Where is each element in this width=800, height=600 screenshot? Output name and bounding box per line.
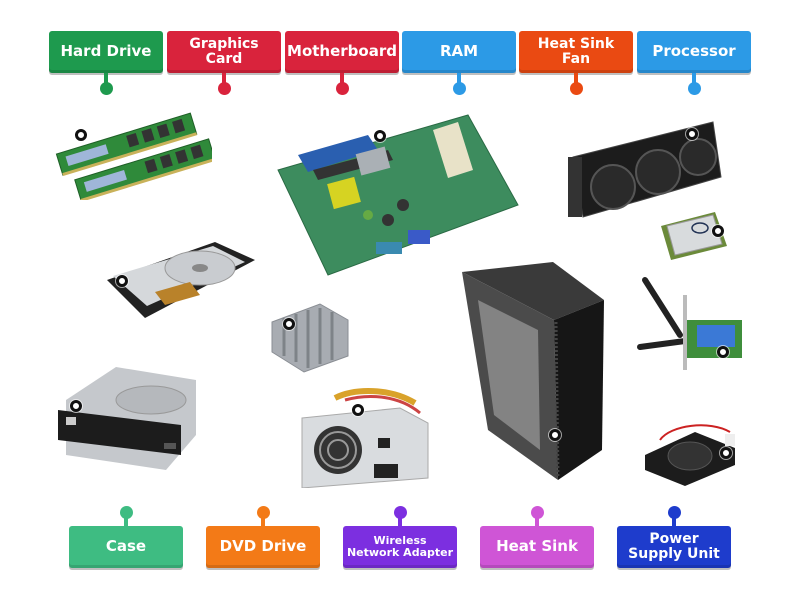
label-tile-heat-sink-fan[interactable]: Heat Sink Fan <box>519 31 633 95</box>
label-text: Motherboard <box>287 42 397 61</box>
connector-stem <box>535 514 539 526</box>
dvd-drive-image <box>56 365 196 470</box>
connector-knob <box>99 82 113 95</box>
connector-stem <box>692 73 696 85</box>
connector-stem <box>261 514 265 526</box>
pc-case-image <box>458 260 608 485</box>
label-tile-ram[interactable]: RAM <box>402 31 516 95</box>
heat-sink-fan-image <box>640 420 740 488</box>
label-tile-motherboard[interactable]: Motherboard <box>285 31 399 95</box>
label-text: Power Supply Unit <box>628 531 720 562</box>
connector-stem <box>574 73 578 85</box>
connector-stem <box>222 73 226 85</box>
drop-target-motherboard[interactable] <box>374 130 386 142</box>
label-tile-power-supply-unit[interactable]: Power Supply Unit <box>617 506 731 568</box>
label-text: Heat Sink Fan <box>537 36 615 67</box>
connector-stem <box>104 73 108 85</box>
label-text: RAM <box>439 42 479 61</box>
connector-stem <box>398 514 402 526</box>
connector-knob <box>119 506 133 519</box>
label-text: Processor <box>652 42 736 61</box>
connector-stem <box>124 514 128 526</box>
label-tile-processor[interactable]: Processor <box>637 31 751 95</box>
graphics-card-image <box>563 117 723 227</box>
label-tile-heat-sink[interactable]: Heat Sink <box>480 506 594 568</box>
drop-target-ram[interactable] <box>75 129 87 141</box>
label-text: Heat Sink <box>496 537 578 556</box>
motherboard-image <box>268 110 520 280</box>
ram-sticks-image <box>52 110 216 202</box>
drop-target-hard-drive[interactable] <box>116 275 128 287</box>
connector-stem <box>672 514 676 526</box>
drop-target-dvd-drive[interactable] <box>70 400 82 412</box>
connector-knob <box>530 506 544 519</box>
label-text: Hard Drive <box>60 42 152 61</box>
power-supply-image <box>300 388 430 489</box>
drop-target-case[interactable] <box>549 429 561 441</box>
connector-knob <box>667 506 681 519</box>
label-text: DVD Drive <box>219 537 307 556</box>
processor-image <box>655 208 730 263</box>
drop-target-heat-sink[interactable] <box>283 318 295 330</box>
label-tile-graphics-card[interactable]: Graphics Card <box>167 31 281 95</box>
connector-knob <box>256 506 270 519</box>
connector-knob <box>335 82 349 95</box>
label-tile-dvd-drive[interactable]: DVD Drive <box>206 506 320 568</box>
wireless-adapter-image <box>635 275 745 375</box>
label-text: Graphics Card <box>189 36 259 67</box>
connector-knob <box>569 82 583 95</box>
label-tile-case[interactable]: Case <box>69 506 183 568</box>
connector-knob <box>687 82 701 95</box>
drop-target-power-supply[interactable] <box>352 404 364 416</box>
connector-knob <box>217 82 231 95</box>
connector-stem <box>340 73 344 85</box>
connector-knob <box>452 82 466 95</box>
label-text: Wireless Network Adapter <box>346 534 454 559</box>
drop-target-wireless-adapter[interactable] <box>717 346 729 358</box>
label-tile-wireless-network-adapter[interactable]: Wireless Network Adapter <box>343 506 457 568</box>
drop-target-graphics-card[interactable] <box>686 128 698 140</box>
connector-stem <box>457 73 461 85</box>
heat-sink-image <box>270 300 350 375</box>
label-tile-hard-drive[interactable]: Hard Drive <box>49 31 163 95</box>
hard-drive-image <box>105 240 255 318</box>
drop-target-heat-sink-fan[interactable] <box>720 447 732 459</box>
label-text: Case <box>105 537 147 556</box>
drop-target-processor[interactable] <box>712 225 724 237</box>
connector-knob <box>393 506 407 519</box>
